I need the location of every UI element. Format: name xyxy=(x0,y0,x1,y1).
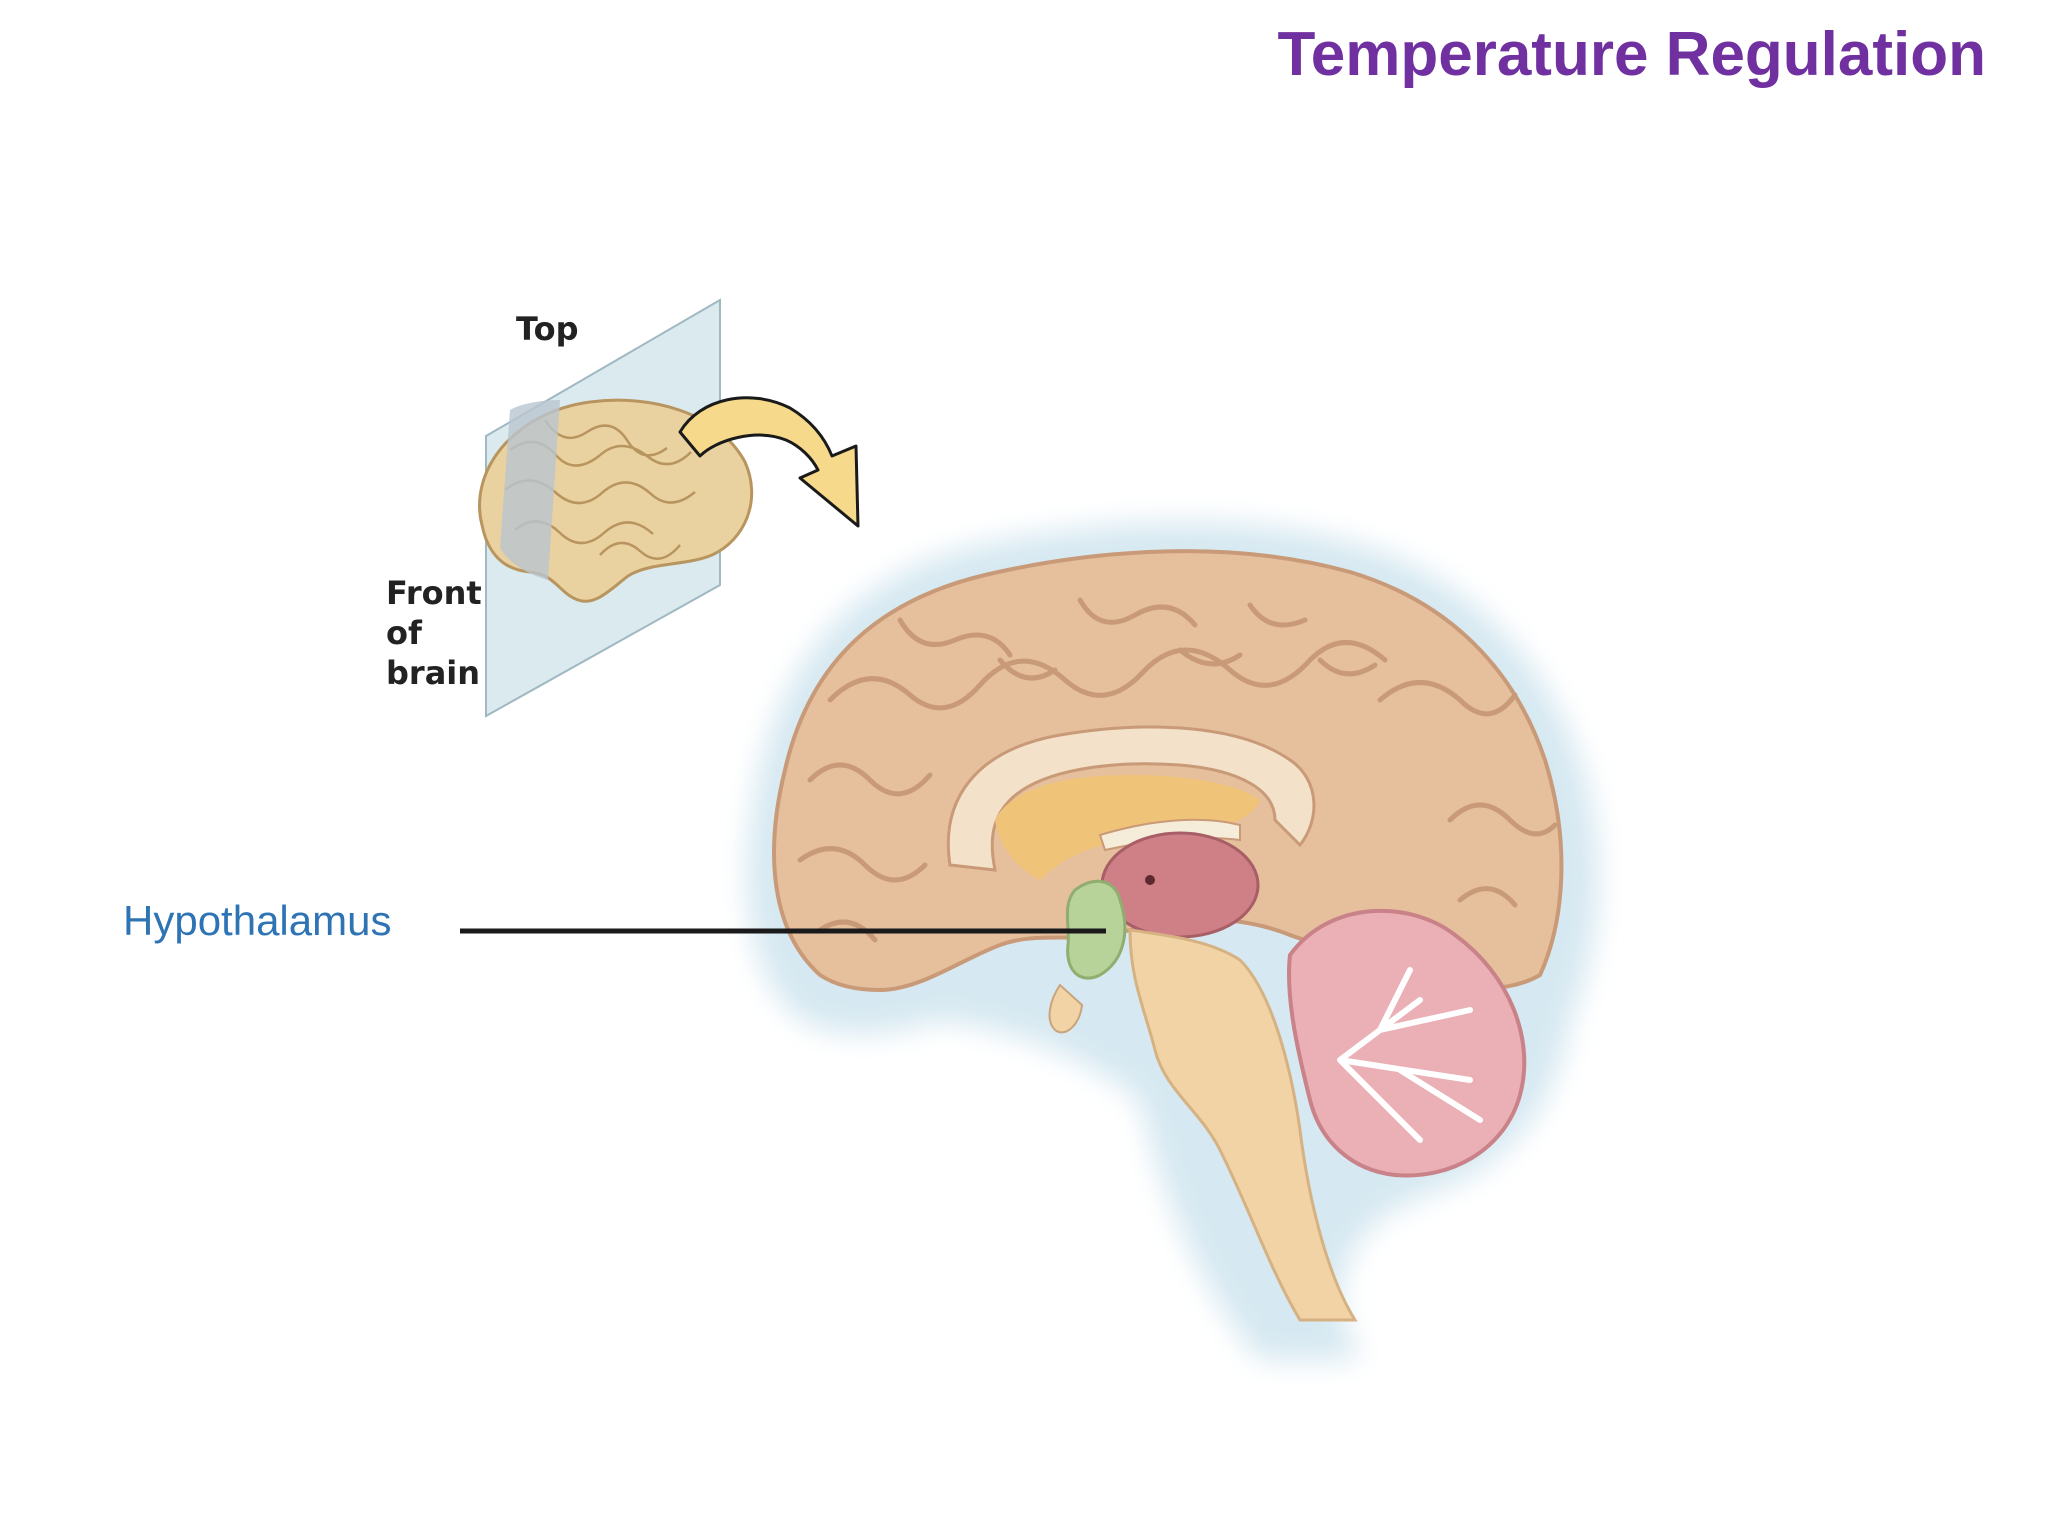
cerebrum xyxy=(772,549,1564,993)
pituitary xyxy=(1048,983,1084,1034)
sagittal-brain xyxy=(747,522,1599,1360)
thalamus-mark xyxy=(1145,875,1155,885)
inset-brain-icon xyxy=(478,398,754,603)
front-label-line-2: of xyxy=(386,614,423,652)
brainstem xyxy=(1128,928,1358,1322)
hypothalamus-label: Hypothalamus xyxy=(123,897,392,944)
inset-group: Top Front of brain xyxy=(386,298,860,718)
gyri-texture xyxy=(797,597,1558,943)
corpus-callosum xyxy=(946,725,1316,872)
front-label-line-3: brain xyxy=(386,654,480,692)
curved-arrow-icon xyxy=(678,396,860,528)
slide-title: Temperature Regulation xyxy=(1277,20,1986,89)
arbor-vitae xyxy=(1337,967,1483,1143)
front-label-line-1: Front xyxy=(386,574,482,612)
top-label: Top xyxy=(516,310,578,348)
